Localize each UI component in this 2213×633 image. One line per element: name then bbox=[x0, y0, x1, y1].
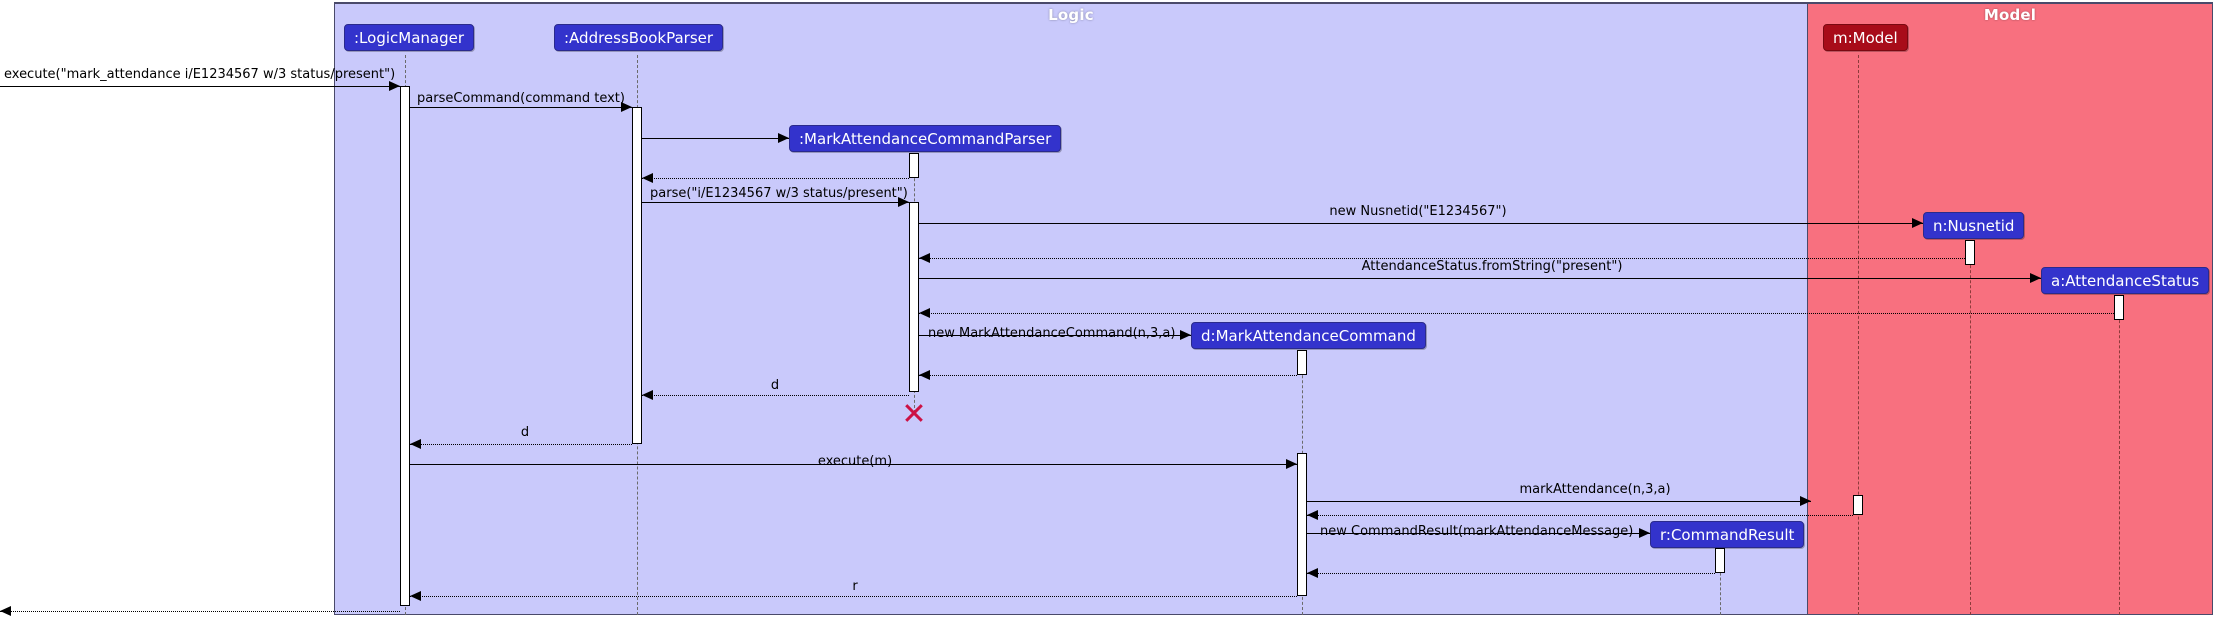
message-arrow-return-nusnetid bbox=[919, 253, 930, 263]
message-line-new-mark-attendance-command bbox=[919, 335, 1191, 336]
lifeline-nusnetid bbox=[1970, 240, 1971, 615]
message-line-return-r bbox=[410, 596, 1297, 597]
frame-model-title: Model bbox=[1983, 6, 2037, 24]
message-label-mark-attendance: markAttendance(n,3,a) bbox=[1519, 482, 1671, 497]
message-arrow-return-command-parser bbox=[642, 173, 653, 183]
message-arrow-execute-m bbox=[1286, 459, 1297, 469]
activation-mark-attendance-command-parser-1 bbox=[909, 153, 919, 178]
message-arrow-new-nusnetid bbox=[1912, 218, 1923, 228]
message-arrow-return-d-logic-manager bbox=[410, 439, 421, 449]
message-line-return-command-parser bbox=[642, 178, 909, 179]
message-arrow-parse-command bbox=[621, 102, 632, 112]
message-arrow-return-command-result bbox=[1307, 568, 1318, 578]
message-line-return-actor bbox=[0, 611, 400, 612]
lifeline-model bbox=[1858, 55, 1859, 615]
message-arrow-attendance-status-from-string bbox=[2030, 273, 2041, 283]
message-line-return-d-parser bbox=[642, 395, 909, 396]
message-line-return-attendance-status bbox=[919, 313, 2114, 314]
message-arrow-return-mark-attendance-command bbox=[919, 370, 930, 380]
message-arrow-new-command-result bbox=[1639, 528, 1650, 538]
participant-address-book-parser[interactable]: :AddressBookParser bbox=[554, 24, 724, 51]
message-label-attendance-status-from-string: AttendanceStatus.fromString("present") bbox=[1361, 259, 1623, 274]
message-arrow-mark-attendance bbox=[1800, 496, 1811, 506]
message-line-return-model bbox=[1307, 515, 1853, 516]
participant-command-result-label: r:CommandResult bbox=[1660, 525, 1795, 544]
message-label-return-r: r bbox=[852, 579, 858, 594]
frame-model: Model bbox=[1807, 2, 2213, 615]
message-label-parse: parse("i/E1234567 w/3 status/present") bbox=[650, 186, 908, 201]
message-arrow-execute-command bbox=[389, 81, 400, 91]
frame-logic: Logic bbox=[334, 2, 1808, 615]
message-line-create-command-parser bbox=[642, 138, 789, 139]
activation-mark-attendance-command-parser-2 bbox=[909, 202, 919, 392]
message-line-new-command-result bbox=[1307, 533, 1650, 534]
message-arrow-parse bbox=[898, 197, 909, 207]
participant-nusnetid[interactable]: n:Nusnetid bbox=[1923, 212, 2025, 239]
activation-address-book-parser bbox=[632, 107, 642, 444]
activation-mark-attendance-command-execute bbox=[1297, 453, 1307, 596]
message-arrow-return-r bbox=[410, 591, 421, 601]
participant-model-label: m:Model bbox=[1833, 28, 1898, 47]
message-line-execute-command bbox=[0, 86, 400, 87]
message-line-parse bbox=[642, 202, 909, 203]
participant-mark-attendance-command-label: d:MarkAttendanceCommand bbox=[1201, 326, 1416, 345]
activation-model bbox=[1853, 495, 1863, 515]
participant-attendance-status[interactable]: a:AttendanceStatus bbox=[2041, 267, 2210, 294]
message-arrow-return-d-parser bbox=[642, 390, 653, 400]
message-arrow-return-model bbox=[1307, 510, 1318, 520]
activation-command-result bbox=[1715, 548, 1725, 573]
message-line-parse-command bbox=[410, 107, 632, 108]
message-line-execute-m bbox=[410, 464, 1297, 465]
participant-model[interactable]: m:Model bbox=[1823, 24, 1908, 51]
message-label-new-nusnetid: new Nusnetid("E1234567") bbox=[1329, 204, 1507, 219]
participant-mark-attendance-command[interactable]: d:MarkAttendanceCommand bbox=[1191, 322, 1426, 349]
activation-nusnetid bbox=[1965, 240, 1975, 265]
participant-logic-manager[interactable]: :LogicManager bbox=[344, 24, 475, 51]
message-arrow-new-mark-attendance-command bbox=[1180, 330, 1191, 340]
participant-mark-attendance-command-parser-label: :MarkAttendanceCommandParser bbox=[799, 129, 1052, 148]
message-line-return-d-logic-manager bbox=[410, 444, 632, 445]
message-label-execute-m: execute(m) bbox=[817, 454, 893, 469]
participant-mark-attendance-command-parser[interactable]: :MarkAttendanceCommandParser bbox=[789, 125, 1062, 152]
message-line-return-mark-attendance-command bbox=[919, 375, 1297, 376]
message-label-return-d-logic-manager: d bbox=[520, 425, 530, 440]
message-label-execute-command: execute("mark_attendance i/E1234567 w/3 … bbox=[4, 67, 396, 82]
participant-attendance-status-label: a:AttendanceStatus bbox=[2051, 271, 2200, 290]
activation-logic-manager bbox=[400, 86, 410, 606]
lifeline-command-result bbox=[1720, 548, 1721, 615]
message-line-attendance-status-from-string bbox=[919, 278, 2041, 279]
message-arrow-return-actor bbox=[0, 606, 11, 616]
message-label-new-command-result: new CommandResult(markAttendanceMessage) bbox=[1320, 524, 1634, 539]
message-label-parse-command: parseCommand(command text) bbox=[417, 91, 625, 106]
participant-address-book-parser-label: :AddressBookParser bbox=[564, 28, 714, 47]
activation-attendance-status bbox=[2114, 295, 2124, 320]
participant-logic-manager-label: :LogicManager bbox=[354, 28, 465, 47]
message-label-return-d-parser: d bbox=[770, 378, 780, 393]
lifeline-attendance-status bbox=[2119, 295, 2120, 615]
activation-mark-attendance-command-create bbox=[1297, 350, 1307, 375]
message-label-new-mark-attendance-command: new MarkAttendanceCommand(n,3,a) bbox=[928, 326, 1176, 341]
message-arrow-return-attendance-status bbox=[919, 308, 930, 318]
message-line-return-nusnetid bbox=[919, 258, 1965, 259]
participant-command-result[interactable]: r:CommandResult bbox=[1650, 521, 1805, 548]
message-line-return-command-result bbox=[1307, 573, 1715, 574]
message-line-mark-attendance bbox=[1307, 501, 1811, 502]
frame-logic-title: Logic bbox=[1048, 6, 1094, 24]
destruction-marker-command-parser bbox=[903, 402, 925, 424]
participant-nusnetid-label: n:Nusnetid bbox=[1933, 216, 2015, 235]
message-arrow-create-command-parser bbox=[778, 133, 789, 143]
message-line-new-nusnetid bbox=[919, 223, 1923, 224]
